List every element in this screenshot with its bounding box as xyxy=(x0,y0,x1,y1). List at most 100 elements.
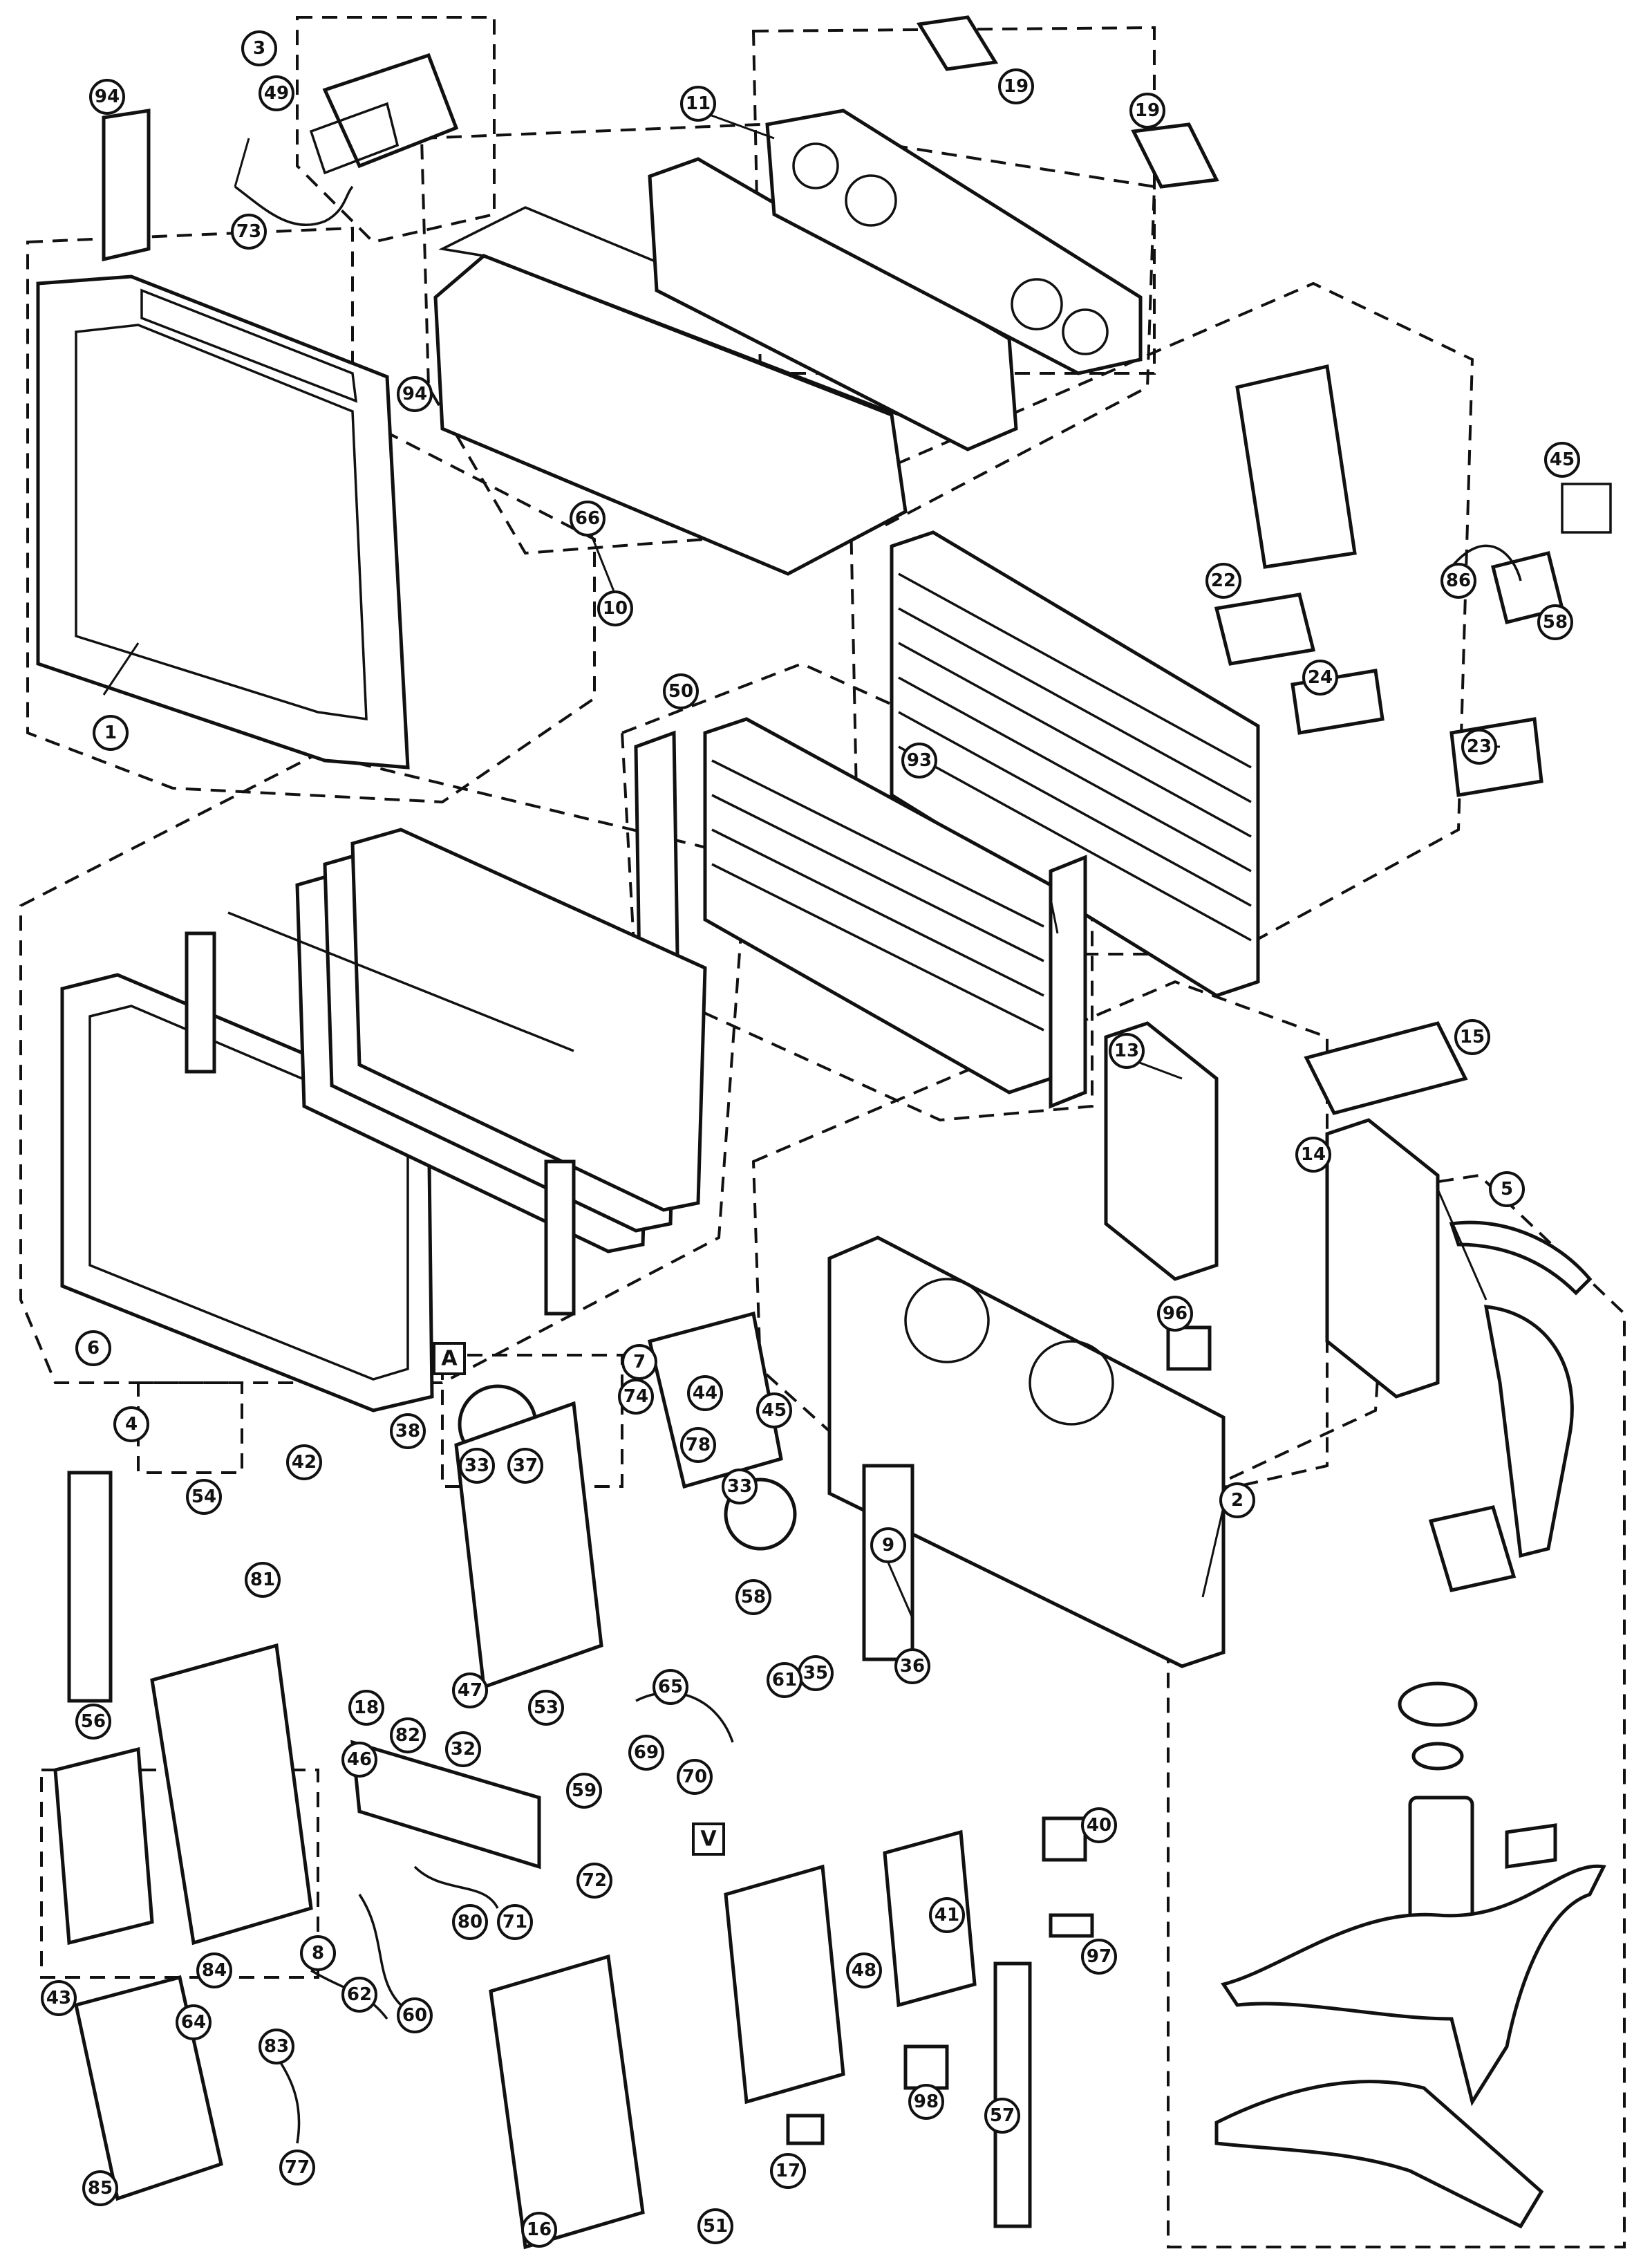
callout-93: 93 xyxy=(901,743,937,779)
svg-text:65: 65 xyxy=(658,1677,683,1697)
bracket-22 xyxy=(1214,593,1316,666)
callout-14: 14 xyxy=(1295,1137,1331,1173)
group-panel-module xyxy=(19,752,749,1384)
cable-86 xyxy=(1450,544,1522,581)
svg-text:64: 64 xyxy=(181,2012,206,2033)
rear-cover-vent-1 xyxy=(904,1278,990,1363)
callout-83: 83 xyxy=(259,2029,294,2064)
callout-42: 42 xyxy=(286,1444,322,1480)
rear-cover xyxy=(827,1236,1226,1668)
callout-33b: 33 xyxy=(722,1469,758,1504)
speaker-driver-3 xyxy=(1011,278,1063,330)
stand-plate xyxy=(1214,2080,1544,2229)
callout-5: 5 xyxy=(1489,1171,1525,1207)
callout-40: 40 xyxy=(1081,1807,1117,1843)
callout-13: 13 xyxy=(1109,1033,1145,1069)
callout-74: 74 xyxy=(618,1379,654,1415)
svg-text:60: 60 xyxy=(402,2005,427,2026)
svg-text:56: 56 xyxy=(81,1711,106,1732)
callout-47: 47 xyxy=(452,1672,488,1708)
svg-text:98: 98 xyxy=(914,2091,939,2112)
svg-text:10: 10 xyxy=(603,598,628,619)
svg-text:4: 4 xyxy=(125,1414,138,1435)
group-top-bracket xyxy=(296,16,496,244)
callout-23: 23 xyxy=(1461,729,1497,765)
callout-35: 35 xyxy=(798,1655,834,1691)
callout-80: 80 xyxy=(452,1904,488,1940)
callout-81: 81 xyxy=(245,1562,281,1598)
svg-text:69: 69 xyxy=(634,1742,659,1763)
svg-text:93: 93 xyxy=(907,750,932,771)
callouts: 1 2 3 4 5 6 7 8 9 10 11 13 14 15 16 17 1… xyxy=(41,30,1580,2248)
svg-text:97: 97 xyxy=(1087,1946,1111,1967)
svg-text:24: 24 xyxy=(1308,667,1333,688)
svg-text:45: 45 xyxy=(1550,449,1575,470)
svg-text:94: 94 xyxy=(95,86,120,107)
stand-base xyxy=(1220,1864,1606,2107)
svg-text:19: 19 xyxy=(1004,76,1029,97)
svg-text:5: 5 xyxy=(1501,1179,1513,1200)
callout-82: 82 xyxy=(390,1717,426,1753)
heatsink-side-right xyxy=(1049,855,1087,1109)
svg-text:16: 16 xyxy=(527,2219,552,2240)
group-rear-frame xyxy=(848,281,1474,955)
cable-80 xyxy=(413,1865,499,1909)
svg-text:84: 84 xyxy=(202,1960,227,1981)
cover-panel-13 xyxy=(1104,1021,1219,1281)
svg-text:59: 59 xyxy=(572,1780,597,1801)
panel-bracket-6-11 xyxy=(185,931,216,1074)
chassis-8 xyxy=(150,1643,313,1946)
stand-collar-5-3 xyxy=(1398,1681,1478,1727)
callout-53: 53 xyxy=(528,1690,564,1726)
callout-3: 3 xyxy=(241,30,277,66)
callout-2: 2 xyxy=(1219,1482,1255,1518)
svg-text:14: 14 xyxy=(1301,1144,1326,1165)
bracket-46 xyxy=(350,1740,541,1870)
callout-69: 69 xyxy=(628,1735,664,1771)
callout-7: 7 xyxy=(621,1344,657,1380)
svg-text:19: 19 xyxy=(1135,100,1160,121)
svg-text:74: 74 xyxy=(623,1386,648,1407)
callout-10: 10 xyxy=(597,590,633,626)
callout-43: 43 xyxy=(41,1980,77,2016)
callout-33a: 33 xyxy=(459,1448,495,1484)
callout-4: 4 xyxy=(113,1406,149,1442)
part-17 xyxy=(786,2114,825,2145)
callout-44: 44 xyxy=(687,1375,723,1411)
front-bezel-inner-frame xyxy=(140,288,358,403)
callout-15: 15 xyxy=(1454,1019,1490,1055)
connection-markers: A V xyxy=(433,1342,725,1856)
callout-50: 50 xyxy=(663,673,699,709)
svg-text:53: 53 xyxy=(534,1697,559,1718)
speaker-panel xyxy=(648,157,1018,451)
cover-panel-14 xyxy=(1325,1118,1440,1399)
board-8-2 xyxy=(53,1746,154,1946)
svg-text:35: 35 xyxy=(803,1663,828,1684)
panel-rail-6-10 xyxy=(227,911,574,1052)
svg-text:61: 61 xyxy=(772,1670,797,1690)
stand-clip xyxy=(1505,1823,1557,1869)
callout-85: 85 xyxy=(82,2170,118,2206)
svg-text:48: 48 xyxy=(852,1960,876,1981)
svg-text:81: 81 xyxy=(250,1569,275,1590)
speaker-driver-1 xyxy=(792,142,839,189)
callout-16: 16 xyxy=(521,2212,557,2248)
callout-17: 17 xyxy=(770,2153,806,2189)
speaker-driver-2 xyxy=(845,174,897,227)
group-speaker-unit xyxy=(441,1354,623,1488)
svg-text:57: 57 xyxy=(990,2105,1015,2126)
rail-15 xyxy=(1304,1021,1468,1115)
svg-text:71: 71 xyxy=(503,1912,527,1932)
svg-text:36: 36 xyxy=(900,1656,925,1677)
part-97 xyxy=(1049,1913,1094,1938)
callout-6: 6 xyxy=(75,1330,111,1366)
svg-text:58: 58 xyxy=(1543,612,1568,633)
shield-plate xyxy=(1235,364,1357,569)
callout-94b: 94 xyxy=(397,376,433,412)
group-front-cabinet xyxy=(26,226,596,804)
rear-frame-rods xyxy=(898,572,1252,942)
svg-text:62: 62 xyxy=(347,1984,372,2005)
svg-text:32: 32 xyxy=(451,1739,476,1760)
svg-text:41: 41 xyxy=(935,1905,959,1926)
